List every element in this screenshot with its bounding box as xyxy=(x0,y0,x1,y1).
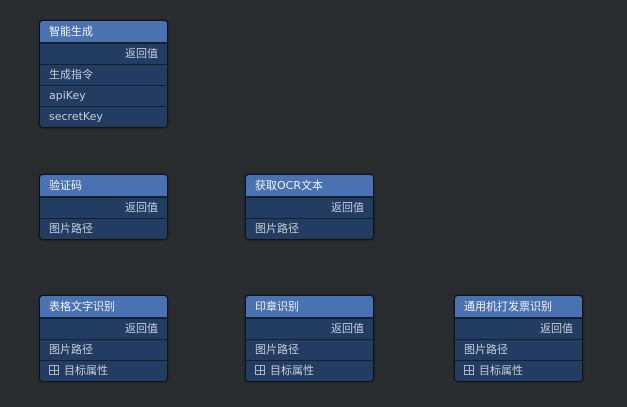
input-port[interactable]: secretKey xyxy=(40,106,167,127)
node[interactable]: 验证码 返回值图片路径 xyxy=(39,174,168,240)
node-title[interactable]: 验证码 xyxy=(40,175,167,197)
input-port[interactable]: 图片路径 xyxy=(40,218,167,239)
input-port[interactable]: 图片路径 xyxy=(246,218,373,239)
expandable-property[interactable]: 目标属性 xyxy=(246,360,373,381)
output-port[interactable]: 返回值 xyxy=(246,318,373,339)
node[interactable]: 印章识别 返回值图片路径目标属性 xyxy=(245,295,374,382)
node-title[interactable]: 印章识别 xyxy=(246,296,373,318)
node-title[interactable]: 获取OCR文本 xyxy=(246,175,373,197)
property-label: 目标属性 xyxy=(270,364,314,377)
output-port[interactable]: 返回值 xyxy=(40,43,167,64)
node-title[interactable]: 智能生成 xyxy=(40,21,167,43)
expandable-property[interactable]: 目标属性 xyxy=(455,360,582,381)
node[interactable]: 表格文字识别 返回值图片路径目标属性 xyxy=(39,295,168,382)
expandable-property[interactable]: 目标属性 xyxy=(40,360,167,381)
expand-plus-icon[interactable] xyxy=(49,365,59,375)
input-port[interactable]: 图片路径 xyxy=(455,339,582,360)
output-port[interactable]: 返回值 xyxy=(40,318,167,339)
node[interactable]: 通用机打发票识别 返回值图片路径目标属性 xyxy=(454,295,583,382)
property-label: 目标属性 xyxy=(479,364,523,377)
output-port[interactable]: 返回值 xyxy=(246,197,373,218)
output-port[interactable]: 返回值 xyxy=(455,318,582,339)
property-label: 目标属性 xyxy=(64,364,108,377)
input-port[interactable]: apiKey xyxy=(40,85,167,106)
node-title[interactable]: 表格文字识别 xyxy=(40,296,167,318)
node[interactable]: 获取OCR文本 返回值图片路径 xyxy=(245,174,374,240)
expand-plus-icon[interactable] xyxy=(464,365,474,375)
expand-plus-icon[interactable] xyxy=(255,365,265,375)
input-port[interactable]: 图片路径 xyxy=(246,339,373,360)
input-port[interactable]: 生成指令 xyxy=(40,64,167,85)
output-port[interactable]: 返回值 xyxy=(40,197,167,218)
node-title[interactable]: 通用机打发票识别 xyxy=(455,296,582,318)
input-port[interactable]: 图片路径 xyxy=(40,339,167,360)
